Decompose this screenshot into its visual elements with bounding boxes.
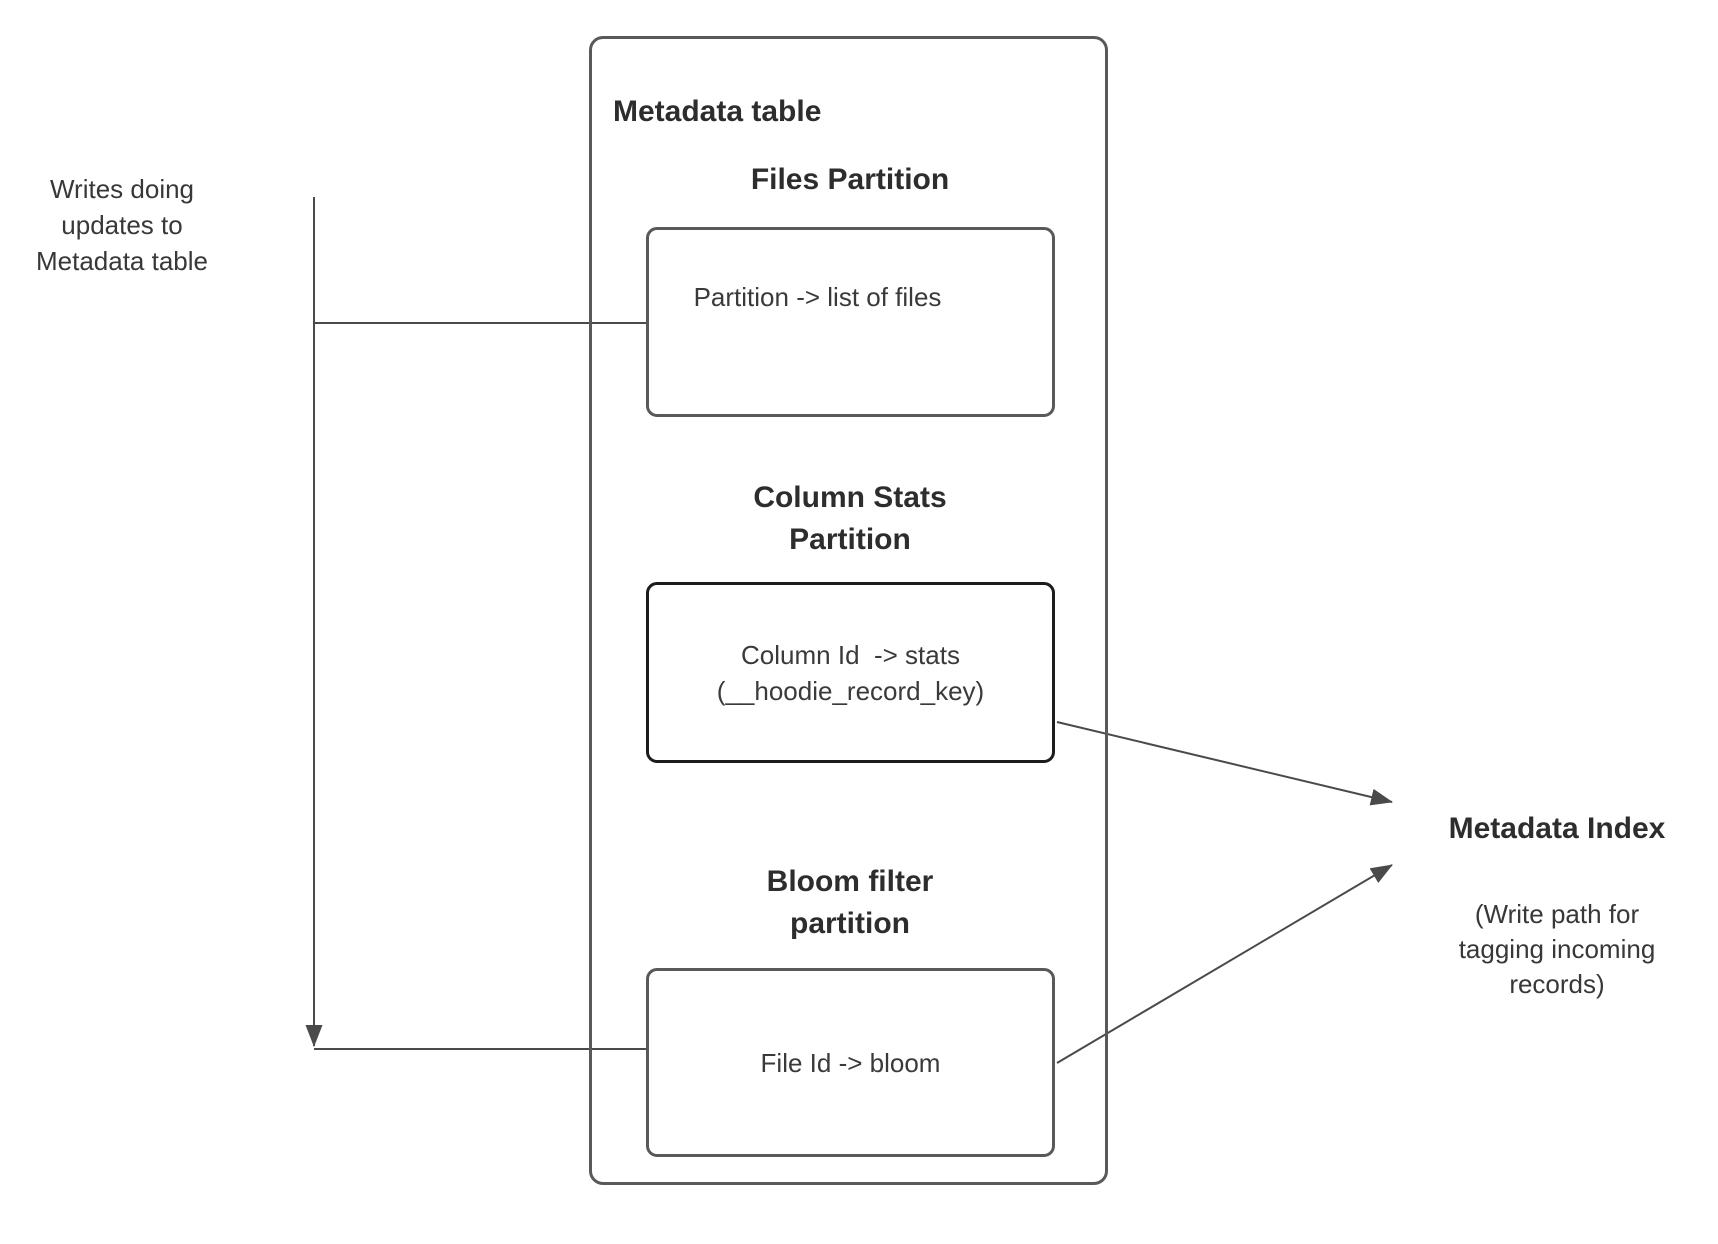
metadata-index-title: Metadata Index [1448, 812, 1666, 845]
files-partition-body: Partition -> list of files [693, 282, 942, 312]
metadata-table-title: Metadata table [613, 95, 822, 128]
bloom-filter-partition-box: File Id -> bloom [646, 968, 1055, 1157]
column-stats-partition-heading: Column Stats Partition [753, 481, 947, 556]
bloom-filter-partition-body: File Id -> bloom [760, 1047, 941, 1078]
metadata-table-container [589, 36, 1108, 1185]
files-partition-heading: Files Partition [750, 163, 950, 196]
files-partition-box: Partition -> list of files [646, 227, 1055, 417]
column-stats-partition-box: Column Id -> stats (__hoodie_record_key) [646, 582, 1055, 763]
writes-note: Writes doing updates to Metadata table [35, 174, 208, 276]
metadata-index-note: (Write path for tagging incoming records… [1458, 899, 1656, 999]
bloom-filter-partition-heading: Bloom filter partition [766, 865, 934, 940]
column-stats-partition-body: Column Id -> stats (__hoodie_record_key) [716, 639, 985, 706]
